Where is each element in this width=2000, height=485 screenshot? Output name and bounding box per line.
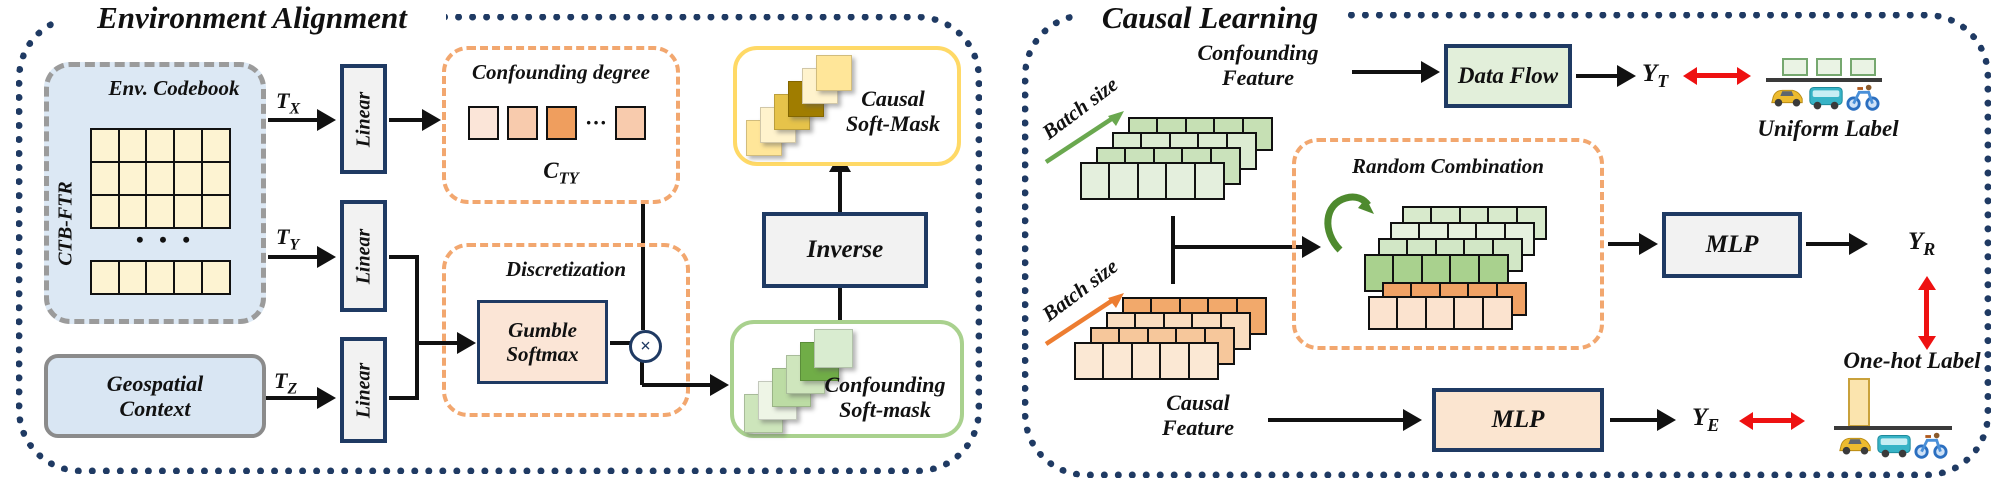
label-yr: YR: [1908, 228, 1936, 259]
uniform-bar: [1816, 58, 1842, 76]
uniform-label: Uniform Label: [1757, 116, 1899, 141]
onehot-vehicle-icons: [1836, 430, 1948, 460]
arrow-linear1-to-confounding-degree: [389, 118, 423, 122]
line-cty-to-otimes: [641, 204, 645, 330]
shuffle-curved-arrow-icon: [1324, 193, 1374, 253]
random-combination-box: Random Combination: [1292, 138, 1604, 350]
batch-size-arrow-orange-icon: [1044, 293, 1124, 346]
confounding-batch-strip: [1079, 162, 1226, 200]
onehot-chart-axis: [1834, 426, 1952, 430]
causal-learning-panel: [1022, 12, 1991, 478]
degree-ellipsis: ···: [585, 110, 608, 135]
line-softmask-to-inverse: [838, 288, 842, 320]
onehot-bar: [1848, 378, 1870, 427]
confounding-degree-box: Confounding degree ··· CTY: [442, 46, 680, 204]
degree-square: [507, 106, 538, 140]
codebook-ellipsis: • • •: [135, 227, 196, 252]
scooter-icon: [1914, 432, 1948, 459]
env-codebook-title: Env. Codebook: [108, 76, 240, 100]
connector-tz-stub: [389, 396, 419, 400]
data-flow-box: Data Flow: [1444, 44, 1572, 108]
connector-merge-line: [415, 255, 419, 400]
red-doublearrow-ye-onehot: [1752, 418, 1792, 423]
environment-alignment-panel: [16, 14, 982, 474]
arrow-inverse-to-causal-mask: [838, 170, 842, 212]
arrow-to-random-combination: [1173, 245, 1303, 249]
arrow-mlp-to-ye: [1610, 418, 1658, 422]
label-yt: YT: [1642, 60, 1669, 91]
uniform-bar: [1850, 58, 1876, 76]
codebook-grid-row: [89, 128, 232, 163]
mlp-bottom-box: MLP: [1432, 388, 1604, 452]
label-tz: TZ: [274, 368, 298, 398]
confounding-degree-title: Confounding degree: [472, 60, 650, 84]
red-doublearrow-yt-uniform: [1696, 73, 1738, 78]
arrow-ty: [268, 255, 318, 259]
discretization-box: Discretization: [442, 243, 690, 417]
label-ye: YE: [1692, 404, 1720, 435]
confounding-degree-squares: ···: [468, 106, 647, 140]
green-mask-square: [814, 329, 853, 368]
bus-icon: [1809, 86, 1843, 110]
degree-square: [468, 106, 499, 140]
degree-square: [546, 106, 577, 140]
mlp-top-box: MLP: [1662, 212, 1802, 278]
label-tx: TX: [276, 88, 301, 118]
arrow-causal-feature-to-mlp: [1268, 418, 1404, 422]
uniform-bar: [1782, 58, 1808, 76]
batch-size-arrow-green-icon: [1044, 111, 1124, 164]
line-gumble-to-otimes: [610, 341, 631, 345]
codebook-bottom-row: [89, 260, 232, 295]
degree-square: [615, 106, 647, 140]
line-otimes-down: [640, 358, 644, 385]
red-doublearrow-yr-onehot: [1924, 288, 1929, 338]
linear-block-3: Linear: [340, 337, 387, 443]
onehot-label: One-hot Label: [1843, 348, 1981, 373]
random-combination-title: Random Combination: [1352, 154, 1544, 178]
linear-block-2: Linear: [340, 200, 387, 312]
codebook-grid-row: [89, 160, 232, 196]
label-ty: TY: [276, 224, 300, 254]
arrow-random-to-mlp: [1608, 242, 1640, 246]
connector-ty-stub: [389, 255, 419, 259]
arrow-dataflow-to-yt: [1576, 74, 1618, 78]
arrow-mlp-to-yr: [1806, 242, 1850, 246]
car-icon: [1839, 437, 1871, 455]
arrow-tz: [266, 396, 318, 400]
uniform-vehicle-icons: [1768, 82, 1880, 112]
yellow-mask-square: [816, 55, 852, 91]
discretization-title: Discretization: [505, 257, 627, 281]
arrow-to-confounding-softmask: [642, 383, 711, 387]
ctb-ftr-label: CTB-FTR: [54, 180, 77, 266]
junction-line: [1171, 216, 1175, 284]
environment-alignment-title: Environment Alignment: [58, 0, 446, 36]
cty-caption: CTY: [543, 158, 579, 188]
arrow-tx: [268, 118, 318, 122]
arrow-merge-to-gumble: [417, 341, 458, 345]
bus-icon: [1877, 435, 1911, 458]
arrow-conf-feature-to-dataflow: [1352, 70, 1422, 74]
random-comb-strip: [1367, 296, 1514, 330]
car-icon: [1771, 89, 1803, 107]
linear-block-1: Linear: [340, 64, 387, 174]
causal-batch-strip: [1073, 342, 1220, 380]
codebook-grid-row: [89, 193, 232, 229]
otimes-multiply-icon: ×: [629, 330, 662, 363]
causal-learning-title: Causal Learning: [1074, 0, 1346, 36]
inverse-box: Inverse: [762, 212, 928, 288]
uniform-chart-axis: [1766, 78, 1882, 82]
scooter-icon: [1846, 84, 1880, 111]
